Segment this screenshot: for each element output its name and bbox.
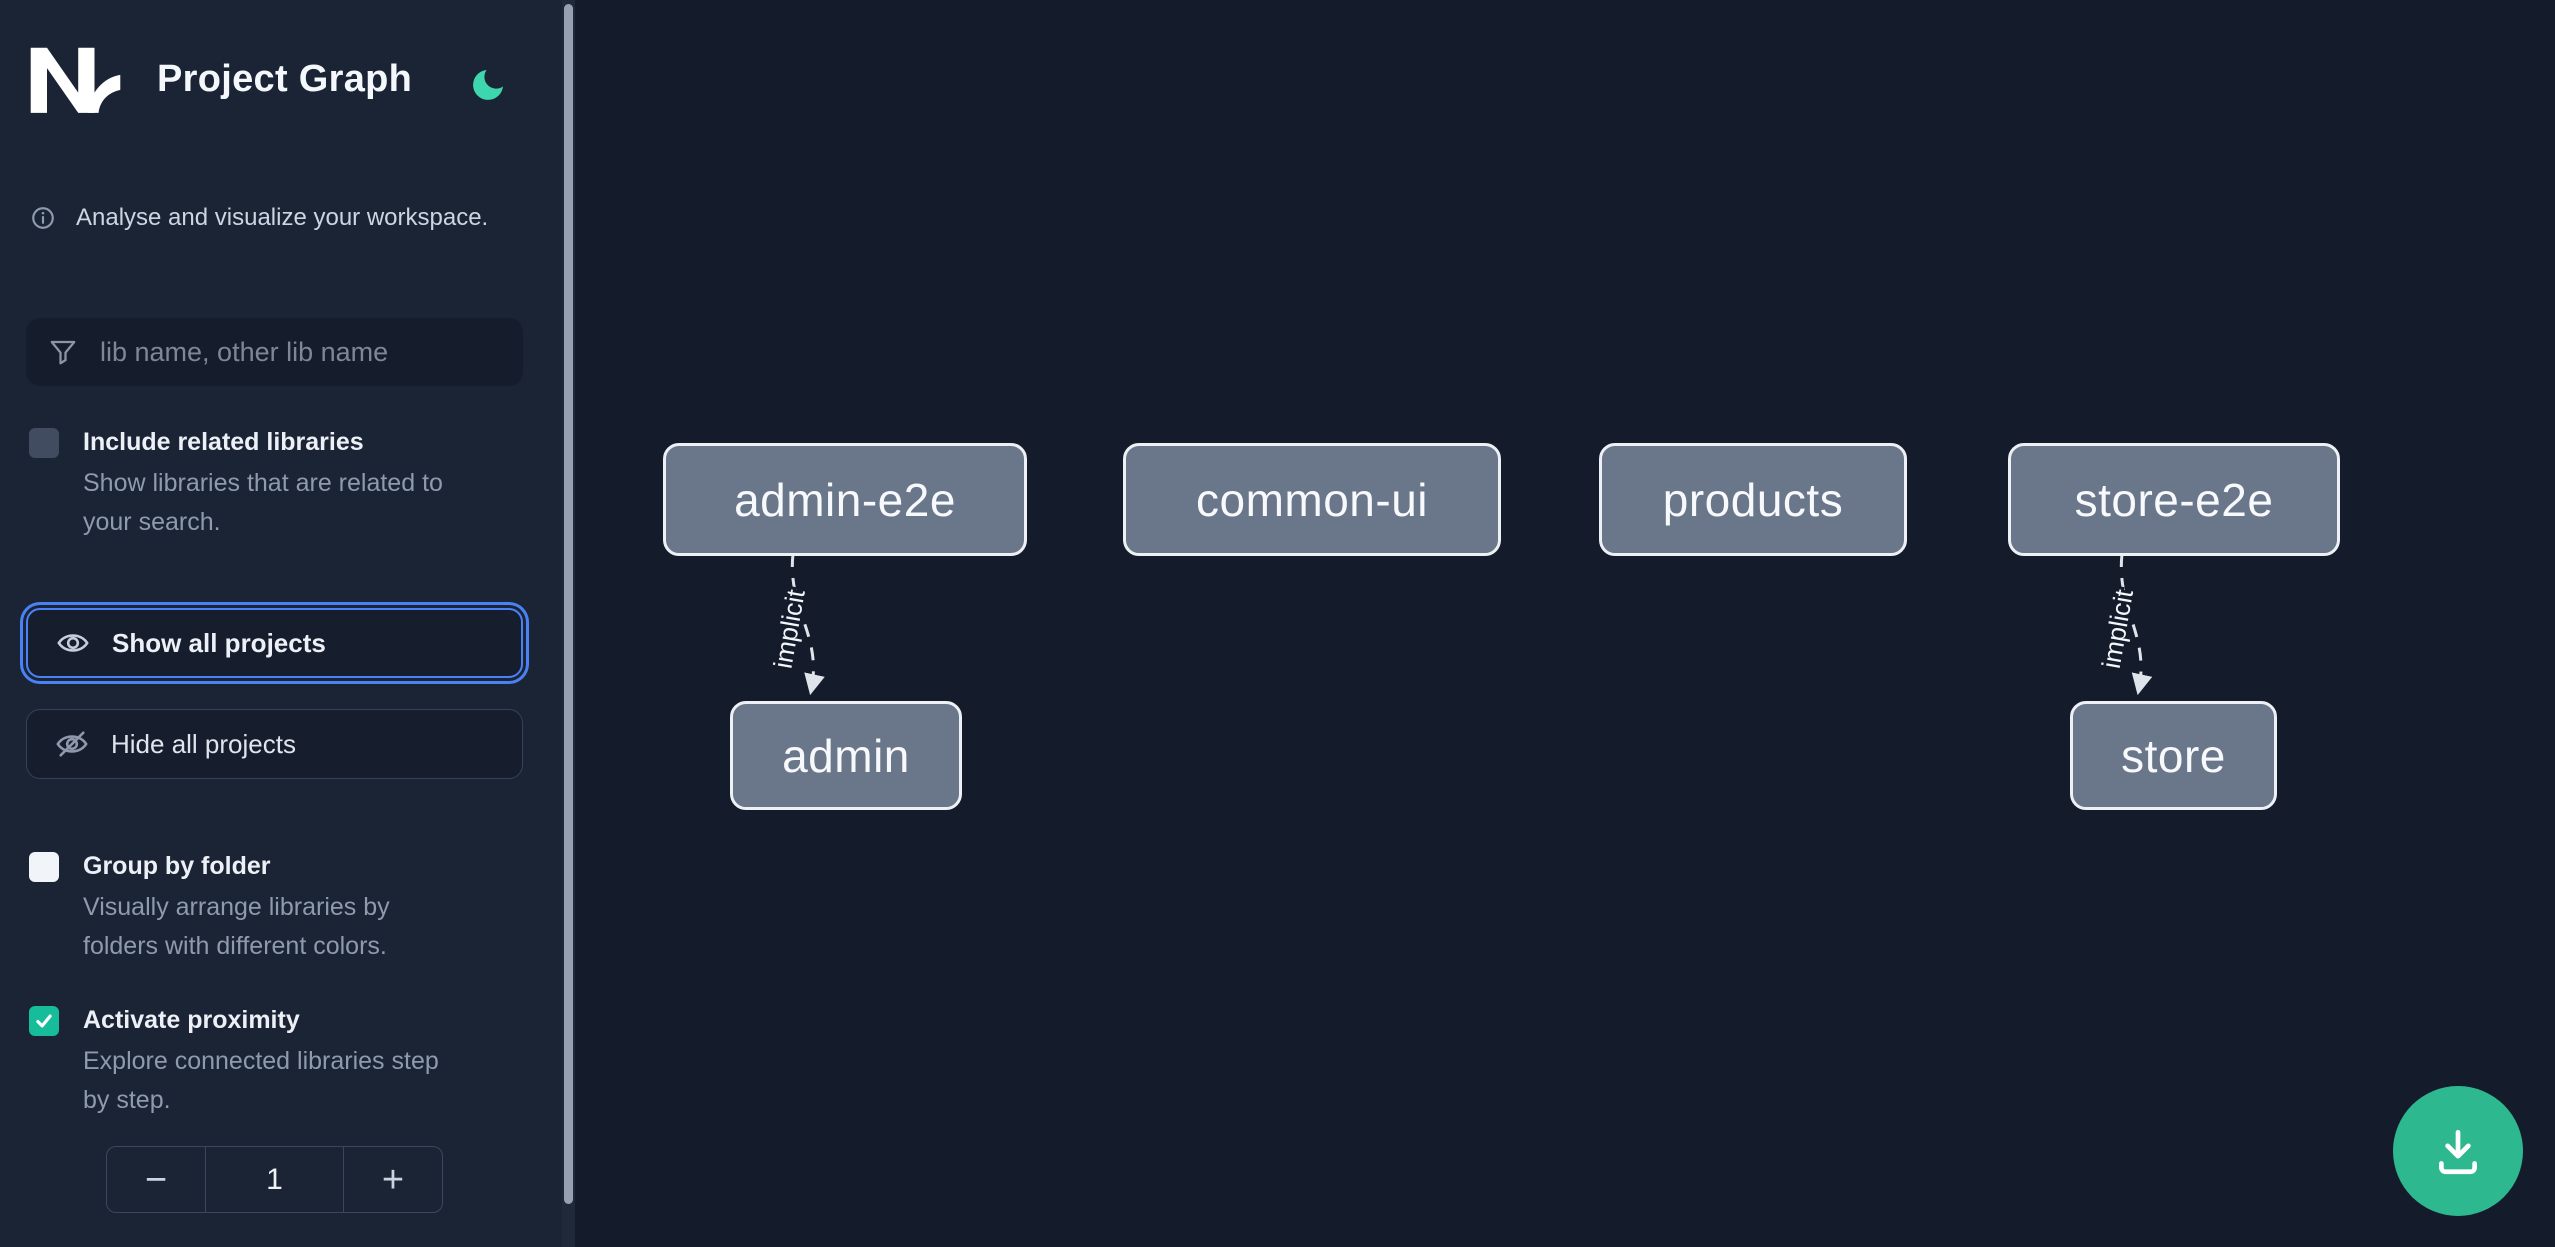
proximity-increment-button[interactable]: +	[344, 1147, 442, 1212]
download-graph-button[interactable]	[2393, 1086, 2523, 1216]
show-all-projects-button[interactable]: Show all projects	[26, 608, 523, 678]
graph-node-admin[interactable]: admin	[730, 701, 962, 810]
filter-box	[26, 318, 523, 386]
graph-node-admin-e2e[interactable]: admin-e2e	[663, 443, 1027, 556]
include-related-checkbox[interactable]	[29, 428, 59, 458]
app-header: Project Graph	[28, 44, 412, 114]
graph-node-store-e2e[interactable]: store-e2e	[2008, 443, 2340, 556]
graph-node-products[interactable]: products	[1599, 443, 1907, 556]
group-by-folder-description: Visually arrange libraries by folders wi…	[83, 893, 390, 960]
activate-proximity-checkbox[interactable]	[29, 1006, 59, 1036]
tagline-text: Analyse and visualize your workspace.	[76, 204, 489, 231]
activate-proximity-label: Activate proximity	[83, 1006, 300, 1034]
sidebar: Project Graph Analyse and visualize your…	[0, 0, 562, 1247]
sidebar-scrollbar-track	[562, 0, 575, 1247]
funnel-icon	[50, 340, 76, 365]
filter-input[interactable]	[78, 318, 523, 386]
page-title: Project Graph	[157, 57, 413, 100]
eye-off-icon	[56, 731, 88, 757]
option-activate-proximity: Activate proximity Explore connected lib…	[29, 1002, 509, 1120]
theme-toggle-moon-icon[interactable]	[466, 64, 510, 108]
option-group-by-folder: Group by folder Visually arrange librari…	[29, 848, 509, 966]
download-icon	[2439, 1129, 2477, 1175]
graph-node-store[interactable]: store	[2070, 701, 2277, 810]
activate-proximity-description: Explore connected libraries step by step…	[83, 1047, 439, 1114]
group-by-folder-label: Group by folder	[83, 852, 271, 880]
proximity-decrement-button[interactable]: −	[107, 1147, 205, 1212]
include-related-description: Show libraries that are related to your …	[83, 469, 443, 536]
include-related-label: Include related libraries	[83, 428, 364, 456]
info-icon	[32, 207, 54, 229]
check-icon	[36, 1014, 52, 1028]
workspace-tagline: Analyse and visualize your workspace.	[30, 203, 530, 233]
graph-node-common-ui[interactable]: common-ui	[1123, 443, 1501, 556]
hide-all-projects-label: Hide all projects	[111, 728, 296, 759]
proximity-stepper: − 1 +	[106, 1146, 443, 1213]
sidebar-scrollbar-thumb[interactable]	[564, 4, 573, 1204]
hide-all-projects-button[interactable]: Hide all projects	[26, 709, 523, 779]
nx-logo	[28, 44, 123, 114]
option-include-related: Include related libraries Show libraries…	[29, 424, 509, 542]
proximity-value: 1	[205, 1147, 344, 1212]
eye-icon	[57, 634, 89, 652]
group-by-folder-checkbox[interactable]	[29, 852, 59, 882]
show-all-projects-label: Show all projects	[112, 627, 326, 658]
